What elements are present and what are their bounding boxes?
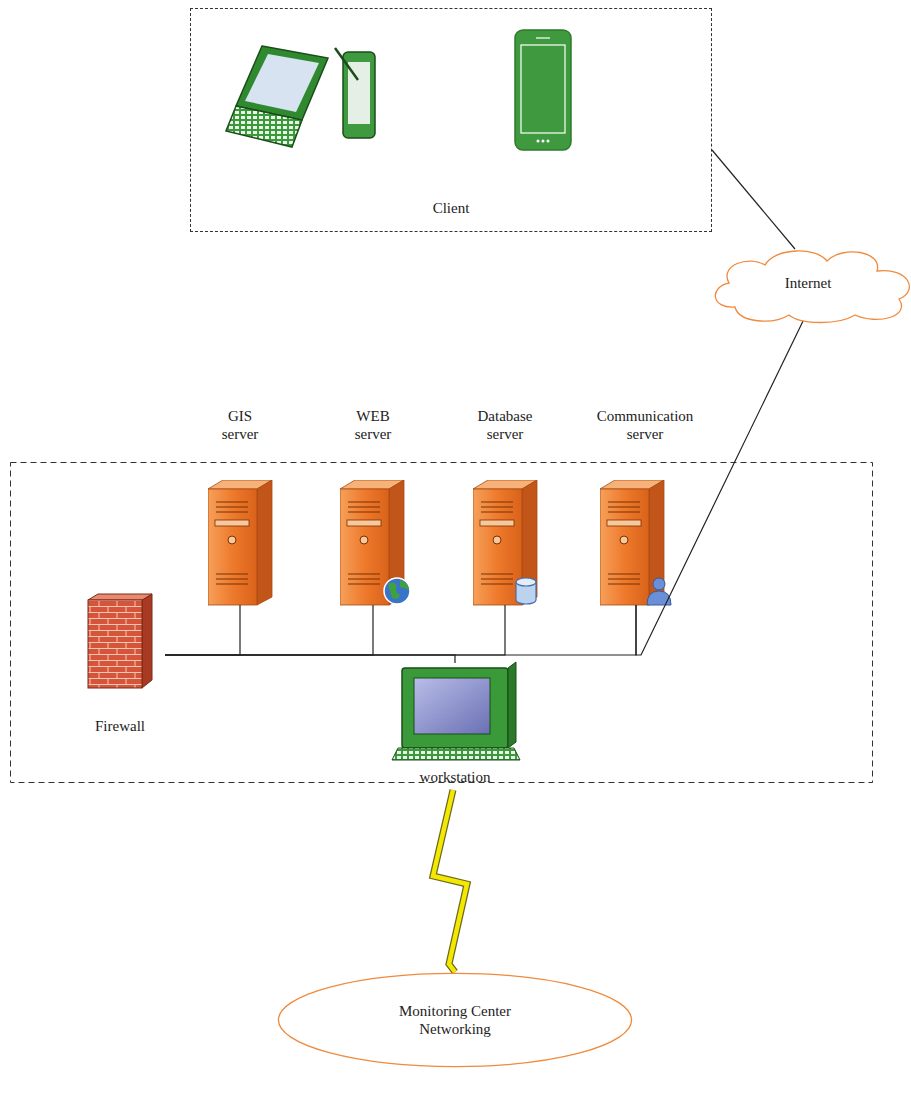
node-label: Communication server — [589, 407, 701, 443]
network-line — [165, 605, 373, 655]
network-line — [165, 605, 505, 655]
network-line — [636, 317, 805, 655]
node-label: Internet — [785, 274, 832, 292]
workstation: workstation — [390, 663, 520, 788]
gis-server: GIS server — [195, 405, 285, 605]
phone-icon — [515, 30, 571, 150]
server-icon — [208, 480, 272, 605]
client-region: Client — [190, 8, 712, 232]
network-line — [165, 605, 636, 655]
web-server: WEB server — [328, 405, 418, 605]
node-label: GIS server — [215, 407, 265, 443]
server-icon — [600, 480, 664, 605]
node-label: Monitoring Center Networking — [365, 1002, 545, 1038]
firewall-icon — [88, 594, 152, 688]
globe-badge — [384, 578, 410, 604]
ellipse-shape — [278, 973, 631, 1066]
database-server: Database server — [460, 405, 550, 605]
cloud-shape — [715, 251, 909, 323]
firewall: Firewall — [75, 590, 165, 735]
node-label: Firewall — [95, 717, 145, 735]
network-line — [165, 605, 240, 655]
lightning-outline — [433, 790, 467, 972]
laptop-icon — [226, 46, 328, 147]
network-line — [165, 655, 455, 663]
node-label: workstation — [420, 768, 491, 786]
server-icon — [473, 480, 537, 605]
tablet-icon — [335, 48, 375, 138]
internet-cloud: Internet — [705, 245, 911, 321]
database-badge — [516, 578, 536, 604]
monitoring-center: Monitoring Center Networking — [277, 972, 633, 1068]
node-label: Client — [433, 199, 470, 217]
node-label: WEB server — [348, 407, 398, 443]
network-line — [712, 150, 795, 249]
workstation-icon — [392, 662, 520, 760]
communication-server: Communication server — [584, 405, 706, 605]
ellipse-outline — [277, 972, 633, 1068]
node-label: Database server — [469, 407, 541, 443]
wireless-link — [433, 790, 467, 972]
server-region — [11, 463, 873, 783]
